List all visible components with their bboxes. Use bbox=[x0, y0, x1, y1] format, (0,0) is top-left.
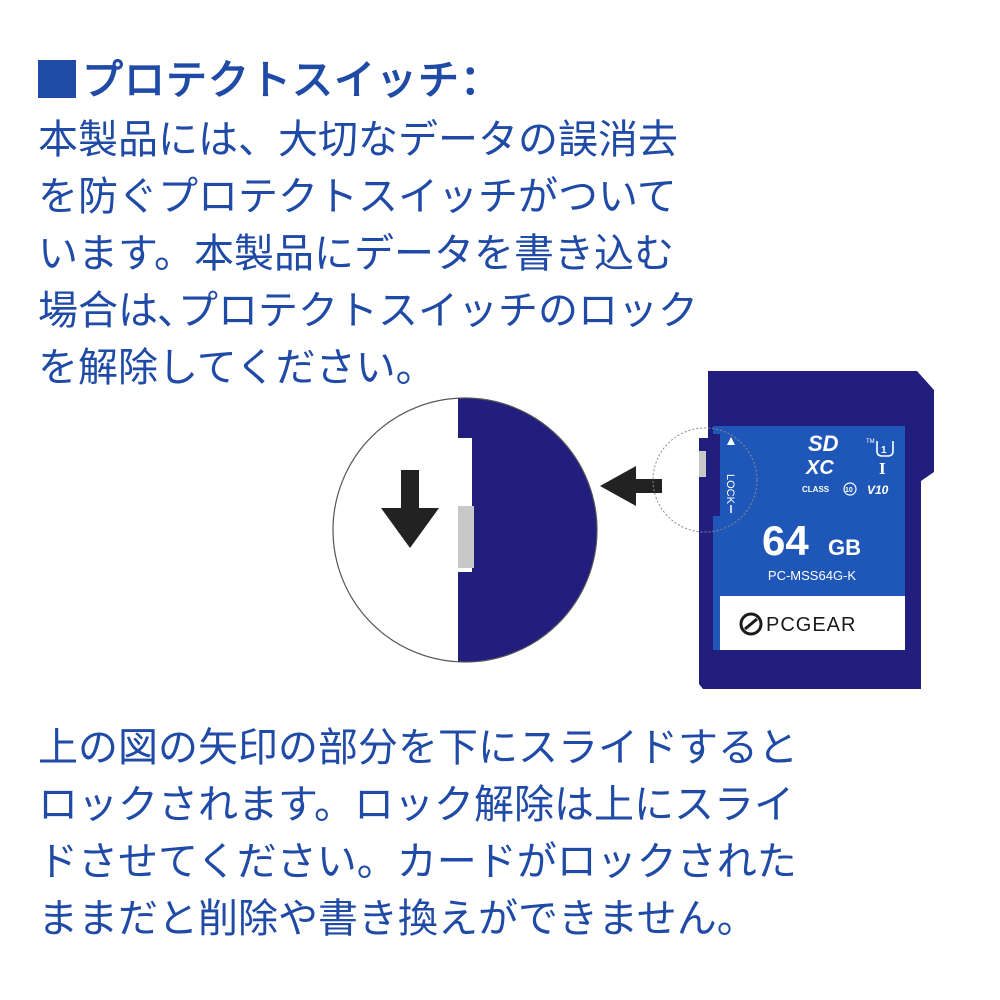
instruction-line: ロックされます。ロック解除は上にスライ bbox=[38, 782, 794, 828]
intro-line: 場合は､プロテクトスイッチのロック bbox=[38, 288, 698, 334]
class-number: 10 bbox=[845, 487, 853, 494]
zoomed-lock-switch bbox=[458, 506, 474, 568]
heading-title: プロテクトスイッチ： bbox=[82, 56, 502, 104]
section-heading: プロテクトスイッチ： bbox=[38, 52, 502, 108]
capacity-number: 64 bbox=[762, 517, 809, 564]
intro-line: 本製品には、大切なデータの誤消去 bbox=[38, 117, 678, 163]
class-label: CLASS bbox=[802, 485, 830, 494]
uhs-u-icon bbox=[876, 441, 894, 457]
intro-line: を防ぐプロテクトスイッチがついて bbox=[38, 174, 677, 220]
xc-logo: XC bbox=[805, 457, 834, 479]
capacity-unit: GB bbox=[828, 535, 861, 560]
left-arrow-icon bbox=[600, 466, 662, 506]
detail-circle bbox=[652, 427, 758, 533]
instruction-line: ままだと削除や書き換えができません。 bbox=[38, 896, 757, 942]
lock-label: LOCK bbox=[724, 474, 736, 505]
zoomed-card-edge bbox=[458, 398, 597, 662]
sd-card-label-area bbox=[712, 426, 905, 650]
uhs-speed-class: 1 bbox=[881, 445, 887, 456]
zoom-circle bbox=[332, 397, 598, 663]
intro-line: を解除してください。 bbox=[38, 345, 436, 391]
instruction-line: 上の図の矢印の部分を下にスライドすると bbox=[38, 725, 798, 771]
intro-paragraph: 本製品には、大切なデータの誤消去 を防ぐプロテクトスイッチがついて います。本製… bbox=[38, 112, 698, 397]
instruction-line: ドさせてください。カードがロックされた bbox=[38, 839, 797, 885]
sd-logo: SD bbox=[808, 431, 839, 456]
intro-line: います。本製品にデータを書き込む bbox=[38, 231, 674, 277]
class-circle-icon bbox=[843, 482, 857, 496]
lock-switch bbox=[699, 451, 706, 477]
video-class: V10 bbox=[867, 483, 889, 497]
sd-card: LOCK SD XC TM 1 I CLASS 10 V10 64 GB PC-… bbox=[699, 371, 934, 689]
instruction-paragraph: 上の図の矢印の部分を下にスライドすると ロックされます。ロック解除は上にスライ … bbox=[38, 720, 798, 948]
model-number: PC-MSS64G-K bbox=[768, 568, 856, 583]
tm-mark: TM bbox=[866, 439, 875, 445]
uhs-bus-mark: I bbox=[879, 459, 886, 478]
square-bullet-icon bbox=[38, 60, 76, 98]
brand-name: PCGEAR bbox=[766, 614, 856, 636]
pcgear-logo-icon bbox=[739, 612, 763, 636]
lock-up-arrow-icon bbox=[727, 437, 735, 445]
down-arrow-icon bbox=[381, 470, 439, 548]
